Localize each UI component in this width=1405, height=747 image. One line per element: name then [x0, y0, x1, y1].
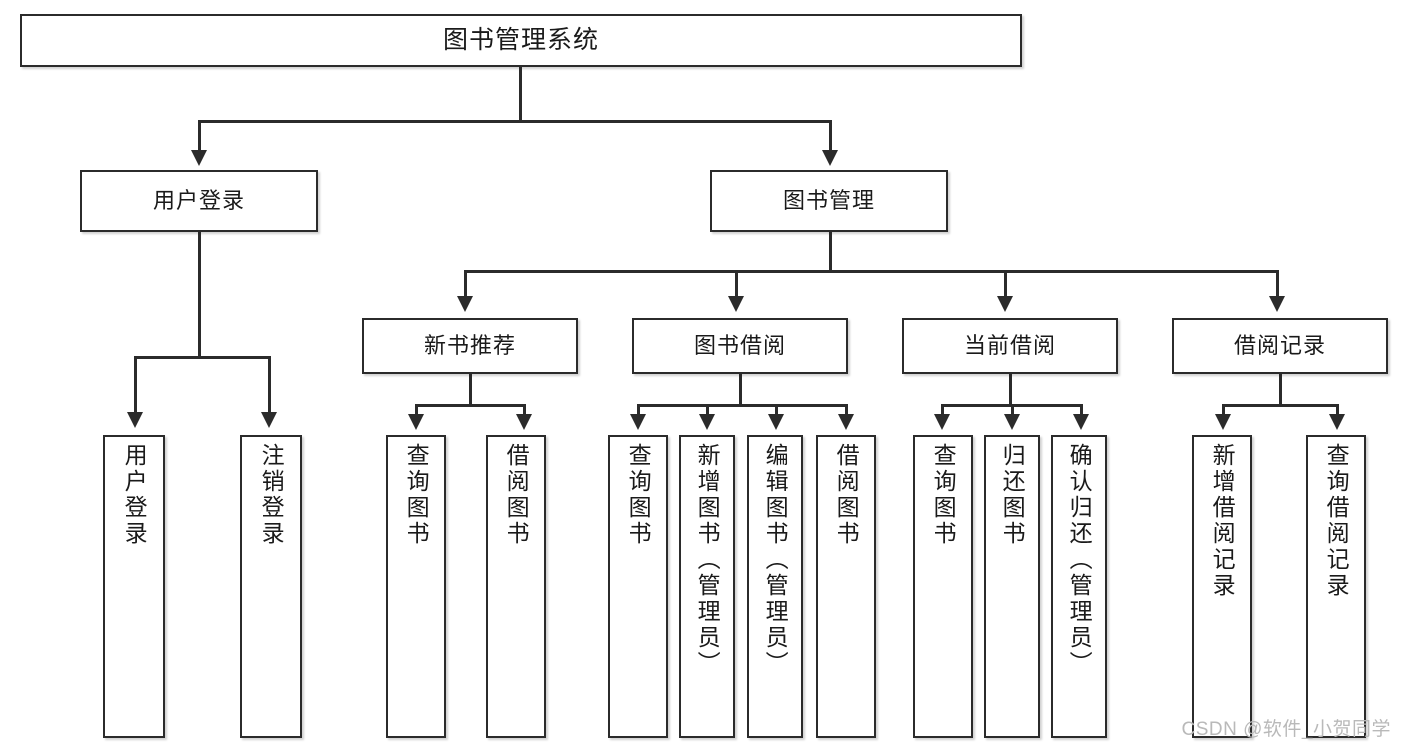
node-label: 查询借阅记录 [1323, 443, 1350, 599]
node-new-book-recommend[interactable]: 新书推荐 [362, 318, 578, 374]
arrowhead-cb-leaf-3 [1073, 414, 1089, 430]
arrowhead-br-leaf-2 [1329, 414, 1345, 430]
connector-root-to-book-management [829, 120, 832, 152]
connector-br-leaf-1 [1222, 404, 1225, 416]
connector-to-new-book-recommend [464, 270, 467, 298]
node-label: 查询图书 [930, 443, 957, 547]
arrowhead-book-borrow [728, 296, 744, 312]
leaf-cb-return-book[interactable]: 归还图书 [984, 435, 1040, 738]
connector-cb-leaf-1 [941, 404, 944, 416]
node-book-management-system[interactable]: 图书管理系统 [20, 14, 1022, 67]
connector-borrow-record-bus [1222, 404, 1338, 407]
connector-bb-leaf-2 [706, 404, 709, 416]
arrowhead-user-login-leaf-1 [127, 412, 143, 428]
leaf-nbr-query-book[interactable]: 查询图书 [386, 435, 446, 738]
connector-cb-leaf-2 [1011, 404, 1014, 416]
connector-nbr-leaf-1 [415, 404, 418, 416]
connector-root-to-user-login [198, 120, 201, 152]
connector-bb-leaf-1 [637, 404, 640, 416]
node-label: 用户登录 [121, 443, 148, 547]
connector-to-book-borrow [735, 270, 738, 298]
leaf-cb-confirm-return-admin[interactable]: 确认归还（管理员） [1051, 435, 1107, 738]
node-label: 图书管理系统 [442, 26, 599, 54]
node-current-borrow[interactable]: 当前借阅 [902, 318, 1118, 374]
leaf-user-login[interactable]: 用户登录 [103, 435, 165, 738]
connector-current-borrow-stem [1009, 374, 1012, 405]
node-label: 借阅图书 [833, 443, 860, 547]
arrowhead-user-login-leaf-2 [261, 412, 277, 428]
connector-to-borrow-record [1276, 270, 1279, 298]
node-label: 新书推荐 [423, 333, 516, 358]
arrowhead-cb-leaf-2 [1004, 414, 1020, 430]
leaf-bb-query-book[interactable]: 查询图书 [608, 435, 668, 738]
connector-level2-bus [464, 270, 1278, 273]
connector-new-book-recommend-stem [469, 374, 472, 405]
leaf-cb-query-book[interactable]: 查询图书 [913, 435, 973, 738]
leaf-logout[interactable]: 注销登录 [240, 435, 302, 738]
arrowhead-new-book-recommend [457, 296, 473, 312]
connector-user-login-to-leaf-2 [268, 356, 271, 414]
connector-br-leaf-2 [1336, 404, 1339, 416]
node-label: 当前借阅 [963, 333, 1056, 358]
node-label: 确认归还（管理员） [1066, 443, 1093, 677]
arrowhead-nbr-leaf-2 [516, 414, 532, 430]
connector-book-management-stem [829, 232, 832, 271]
node-label: 图书管理 [782, 188, 875, 213]
connector-to-current-borrow [1004, 270, 1007, 298]
node-label: 用户登录 [152, 188, 245, 213]
node-label: 借阅图书 [503, 443, 530, 547]
arrowhead-to-user-login [191, 150, 207, 166]
arrowhead-bb-leaf-3 [768, 414, 784, 430]
arrowhead-br-leaf-1 [1215, 414, 1231, 430]
arrowhead-bb-leaf-1 [630, 414, 646, 430]
arrowhead-cb-leaf-1 [934, 414, 950, 430]
connector-bb-leaf-4 [845, 404, 848, 416]
node-book-borrow[interactable]: 图书借阅 [632, 318, 848, 374]
leaf-bb-edit-book-admin[interactable]: 编辑图书（管理员） [747, 435, 803, 738]
node-borrow-record[interactable]: 借阅记录 [1172, 318, 1388, 374]
leaf-bb-borrow-book[interactable]: 借阅图书 [816, 435, 876, 738]
node-label: 新增借阅记录 [1209, 443, 1236, 599]
connector-new-book-recommend-bus [415, 404, 525, 407]
connector-user-login-to-leaf-1 [134, 356, 137, 414]
arrowhead-nbr-leaf-1 [408, 414, 424, 430]
node-label: 编辑图书（管理员） [762, 443, 789, 677]
node-user-login[interactable]: 用户登录 [80, 170, 318, 232]
leaf-br-add-record[interactable]: 新增借阅记录 [1192, 435, 1252, 738]
node-label: 图书借阅 [693, 333, 786, 358]
arrowhead-borrow-record [1269, 296, 1285, 312]
arrowhead-to-book-management [822, 150, 838, 166]
connector-book-borrow-bus [637, 404, 847, 407]
leaf-br-query-record[interactable]: 查询借阅记录 [1306, 435, 1366, 738]
connector-nbr-leaf-2 [523, 404, 526, 416]
node-label: 查询图书 [625, 443, 652, 547]
leaf-bb-add-book-admin[interactable]: 新增图书（管理员） [679, 435, 735, 738]
connector-cb-leaf-3 [1080, 404, 1083, 416]
arrowhead-current-borrow [997, 296, 1013, 312]
connector-book-borrow-stem [739, 374, 742, 405]
connector-bb-leaf-3 [775, 404, 778, 416]
arrowhead-bb-leaf-2 [699, 414, 715, 430]
connector-user-login-stem [198, 232, 201, 356]
node-book-management[interactable]: 图书管理 [710, 170, 948, 232]
connector-root-bus [198, 120, 832, 123]
leaf-nbr-borrow-book[interactable]: 借阅图书 [486, 435, 546, 738]
node-label: 查询图书 [403, 443, 430, 547]
node-label: 新增图书（管理员） [694, 443, 721, 677]
connector-user-login-bus [134, 356, 269, 359]
connector-root-stem [519, 67, 522, 120]
node-label: 注销登录 [258, 443, 285, 547]
connector-borrow-record-stem [1279, 374, 1282, 405]
arrowhead-bb-leaf-4 [838, 414, 854, 430]
node-label: 归还图书 [999, 443, 1026, 547]
node-label: 借阅记录 [1233, 333, 1326, 358]
